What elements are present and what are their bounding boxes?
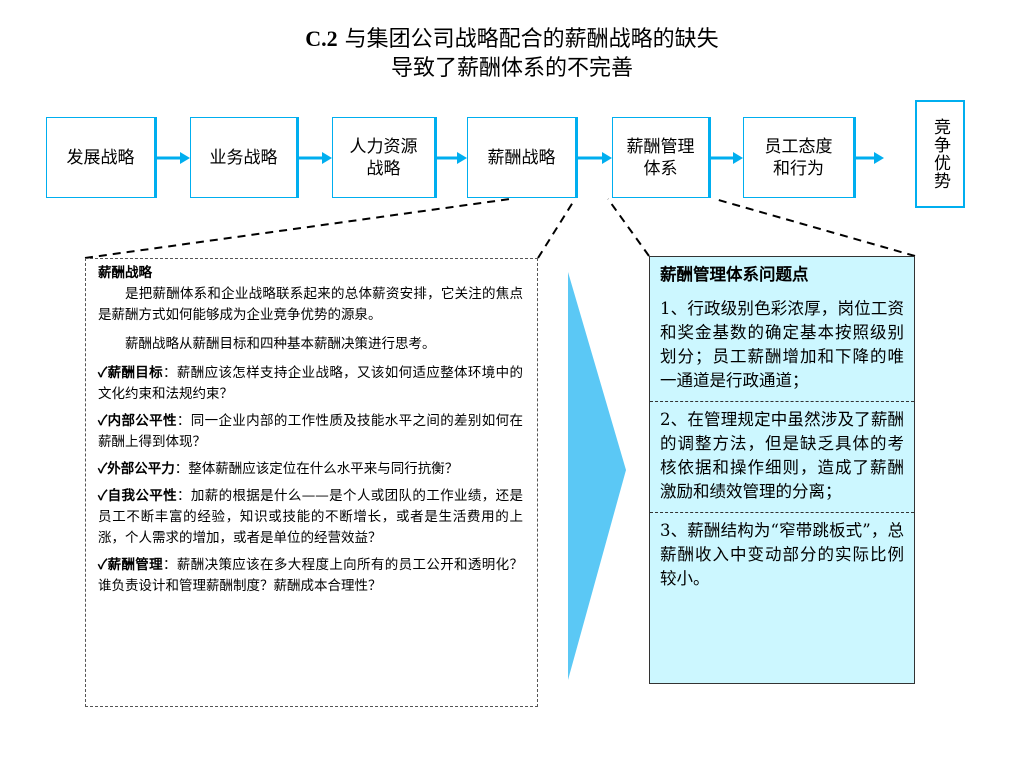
flow-step-hr-strategy: 人力资源 战略 [332, 117, 437, 198]
flow-arrowhead-5 [733, 152, 743, 164]
goal-label: 竞争优势 [930, 118, 950, 190]
title-line1: 与集团公司战略配合的薪酬战略的缺失 [337, 27, 719, 52]
check-item: ✓薪酬目标：薪酬应该怎样支持企业战略，又该如何适应整体环境中的文化约束和法规约束… [98, 363, 523, 405]
flow-arrowhead-2 [322, 152, 332, 164]
left-callout-line-b [537, 198, 576, 259]
panel-heading: 薪酬战略 [98, 265, 152, 281]
issue-item: 2、在管理规定中虽然涉及了薪酬的调整方法，但是缺乏具体的考核依据和操作细则，造成… [650, 401, 914, 512]
check-item: ✓外部公平力：整体薪酬应该定位在什么水平来与同行抗衡？ [98, 459, 523, 480]
flow-arrowhead-1 [180, 152, 190, 164]
flow-step-employee-behavior: 员工态度 和行为 [743, 117, 856, 198]
definition-paragraph: 是把薪酬体系和企业战略联系起来的总体薪资安排，它关注的焦点是薪酬方式如何能够成为… [98, 286, 523, 323]
title-prefix: C.2 [305, 26, 338, 51]
flow-step-compensation-strategy: 薪酬战略 [467, 117, 578, 198]
check-item-text: ：薪酬应该怎样支持企业战略，又该如何适应整体环境中的文化约束和法规约束？ [98, 365, 523, 402]
flow-arrowhead-3 [457, 152, 467, 164]
flow-arrowhead-6 [874, 152, 884, 164]
check-item-term: ✓薪酬目标 [98, 365, 164, 381]
system-issues-panel: 薪酬管理体系问题点 1、行政级别色彩浓厚，岗位工资和奖金基数的确定基本按照级别划… [649, 256, 915, 684]
flow-step-label: 业务战略 [209, 147, 278, 168]
issues-heading: 薪酬管理体系问题点 [660, 265, 809, 284]
check-item-text: ：同一企业内部的工作性质及技能水平之间的差别如何在薪酬上得到体现？ [98, 413, 523, 450]
flow-step-label: 员工态度 和行为 [764, 136, 833, 179]
issue-item: 1、行政级别色彩浓厚，岗位工资和奖金基数的确定基本按照级别划分；员工薪酬增加和下… [660, 299, 904, 390]
approach-paragraph: 薪酬战略从薪酬目标和四种基本薪酬决策进行思考。 [125, 336, 436, 352]
check-item: ✓薪酬管理：薪酬决策应该在多大程度上向所有的员工公开和透明化？谁负责设计和管理薪… [98, 555, 523, 597]
right-callout-line-b [714, 198, 916, 257]
check-item-text: ：加薪的根据是什么——是个人或团队的工作业绩，还是员工不断丰富的经验，知识或技能… [98, 488, 523, 546]
issue-item: 3、薪酬结构为“窄带跳板式”，总薪酬收入中变动部分的实际比例较小。 [650, 512, 914, 599]
flow-step-label: 发展战略 [66, 147, 135, 168]
check-item-text: ：整体薪酬应该定位在什么水平来与同行抗衡？ [174, 461, 459, 477]
flow-step-business-strategy: 业务战略 [190, 117, 299, 198]
page-title: C.2 与集团公司战略配合的薪酬战略的缺失 [0, 24, 1024, 55]
check-item-text: ：薪酬决策应该在多大程度上向所有的员工公开和透明化？谁负责设计和管理薪酬制度？薪… [98, 557, 523, 594]
flow-step-compensation-system: 薪酬管理 体系 [612, 117, 711, 198]
right-callout-line-a [607, 198, 650, 257]
flow-step-label: 薪酬战略 [487, 147, 556, 168]
check-item-term: ✓薪酬管理 [98, 557, 164, 573]
check-item-term: ✓内部公平性 [98, 413, 177, 429]
transition-chevron [568, 272, 626, 680]
check-item: ✓自我公平性：加薪的根据是什么——是个人或团队的工作业绩，还是员工不断丰富的经验… [98, 486, 523, 549]
left-callout-line-a [84, 198, 511, 259]
check-item: ✓内部公平性：同一企业内部的工作性质及技能水平之间的差别如何在薪酬上得到体现？ [98, 411, 523, 453]
page-subtitle: 导致了薪酬体系的不完善 [390, 56, 633, 81]
flow-arrowhead-4 [602, 152, 612, 164]
flow-step-development-strategy: 发展战略 [46, 117, 157, 198]
compensation-strategy-panel: 薪酬战略 是把薪酬体系和企业战略联系起来的总体薪资安排，它关注的焦点是薪酬方式如… [85, 258, 538, 707]
check-item-term: ✓自我公平性 [98, 488, 177, 504]
flow-step-label: 薪酬管理 体系 [626, 136, 695, 179]
check-item-term: ✓外部公平力 [98, 461, 175, 477]
competitive-advantage-box: 竞争优势 [915, 100, 965, 208]
flow-step-label: 人力资源 战略 [349, 136, 418, 179]
